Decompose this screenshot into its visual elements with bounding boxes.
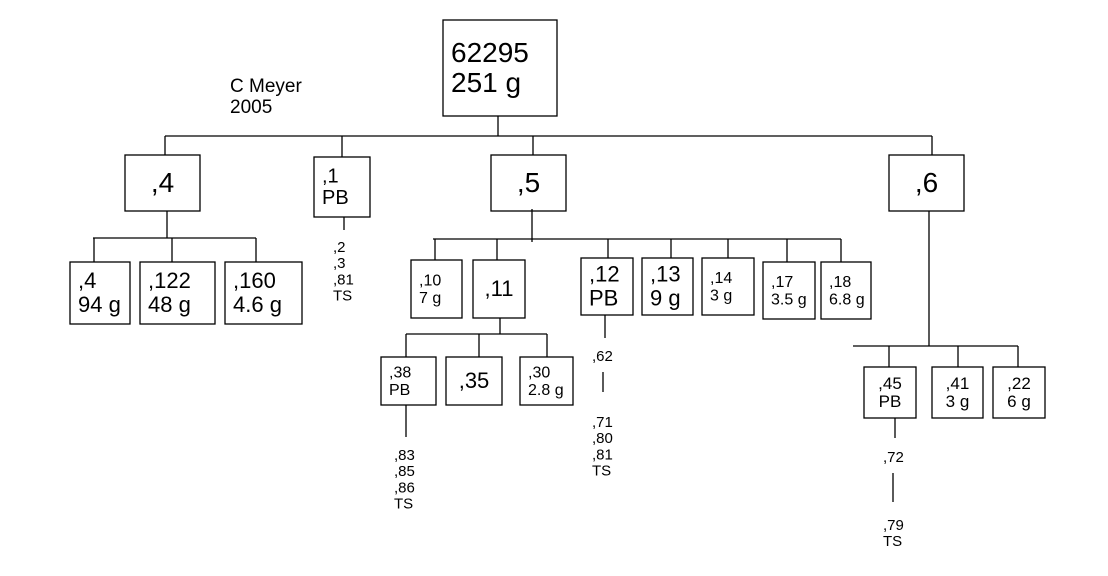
node-1-box [313,156,371,218]
node-38-box [380,356,437,406]
specimen-chain-label: ,81 [333,271,354,288]
node-14-box [701,257,755,316]
node-160-box [224,261,303,325]
node-18-box [820,261,872,320]
node-root-box [442,19,558,117]
node-10-id-label: ,10 [419,272,441,289]
node-30-box [519,356,574,406]
node-17-weight-label: 3.5 g [771,291,807,308]
specimen-chain-label: ,86 [394,479,415,496]
node-10-box [410,259,463,319]
author-name: C Meyer [230,76,302,97]
node-11-id-label: ,11 [485,276,514,301]
node-38-weight-label: PB [389,382,410,399]
node-13-box [641,257,694,316]
node-5-box [490,154,567,212]
node-root-id-label: 62295 [451,37,529,68]
node-6-id-label: ,6 [915,167,938,198]
node-122-id-label: ,122 [148,268,191,293]
node-45-weight-label: PB [879,392,902,411]
node-122-weight-label: 48 g [148,292,191,317]
node-160-id-label: ,160 [233,268,276,293]
specimen-chain-label: TS [592,463,611,480]
node-35-id-label: ,35 [459,368,490,393]
node-14-weight-label: 3 g [710,287,732,304]
node-10-weight-label: 7 g [419,290,441,307]
specimen-chain-label: ,62 [592,348,613,365]
node-1-id-label: ,1 [322,166,339,188]
node-18-id-label: ,18 [829,274,851,291]
specimen-chain-label: TS [333,288,352,305]
node-22-box [992,366,1046,419]
node-13-id-label: ,13 [650,262,681,287]
node-18-weight-label: 6.8 g [829,291,865,308]
specimen-chain-label: ,72 [883,449,904,466]
node-160-weight-label: 4.6 g [233,292,282,317]
node-1-weight-label: PB [322,187,349,209]
specimen-chain-label: ,85 [394,463,415,480]
node-4-box [124,154,201,212]
node-45-box [863,366,917,419]
author-year: 2005 [230,97,273,118]
specimen-chain-label: ,80 [592,430,613,447]
node-17-id-label: ,17 [771,274,793,291]
node-14-id-label: ,14 [710,270,732,287]
node-4-id-label: ,4 [151,167,174,198]
specimen-chain-label: ,83 [394,447,415,464]
node-22-weight-label: 6 g [1007,392,1031,411]
node-17-box [762,261,816,320]
author-credit: C Meyer 2005 [230,76,302,118]
specimen-chain-label: ,2 [333,239,346,256]
node-35-box [445,356,503,406]
node-122-box [139,261,216,325]
node-22-id-label: ,22 [1007,374,1031,393]
node-41-weight-label: 3 g [946,392,970,411]
node-12-weight-label: PB [589,285,618,310]
node-4sub-sub-box [69,261,131,325]
node-4sub-sub-weight-label: 94 g [78,292,121,317]
specimen-chain-label: ,79 [883,517,904,534]
node-6-box [888,154,965,212]
node-12-box [580,257,634,316]
node-41-box [931,366,984,419]
specimen-chain-label: ,81 [592,446,613,463]
node-4sub-sub-id-label: ,4 [78,268,96,293]
specimen-chain-label: TS [883,533,902,550]
node-41-id-label: ,41 [946,374,970,393]
node-12-id-label: ,12 [589,262,620,287]
node-45-id-label: ,45 [878,374,902,393]
node-11-box [472,259,526,319]
specimen-chain-label: TS [394,496,413,513]
specimen-chain-label: ,3 [333,255,346,272]
specimen-chain-label: ,71 [592,414,613,431]
node-30-weight-label: 2.8 g [528,382,564,399]
node-30-id-label: ,30 [528,364,550,381]
node-root-weight-label: 251 g [451,67,521,98]
node-38-id-label: ,38 [389,364,411,381]
node-5-id-label: ,5 [517,167,540,198]
node-13-weight-label: 9 g [650,285,681,310]
